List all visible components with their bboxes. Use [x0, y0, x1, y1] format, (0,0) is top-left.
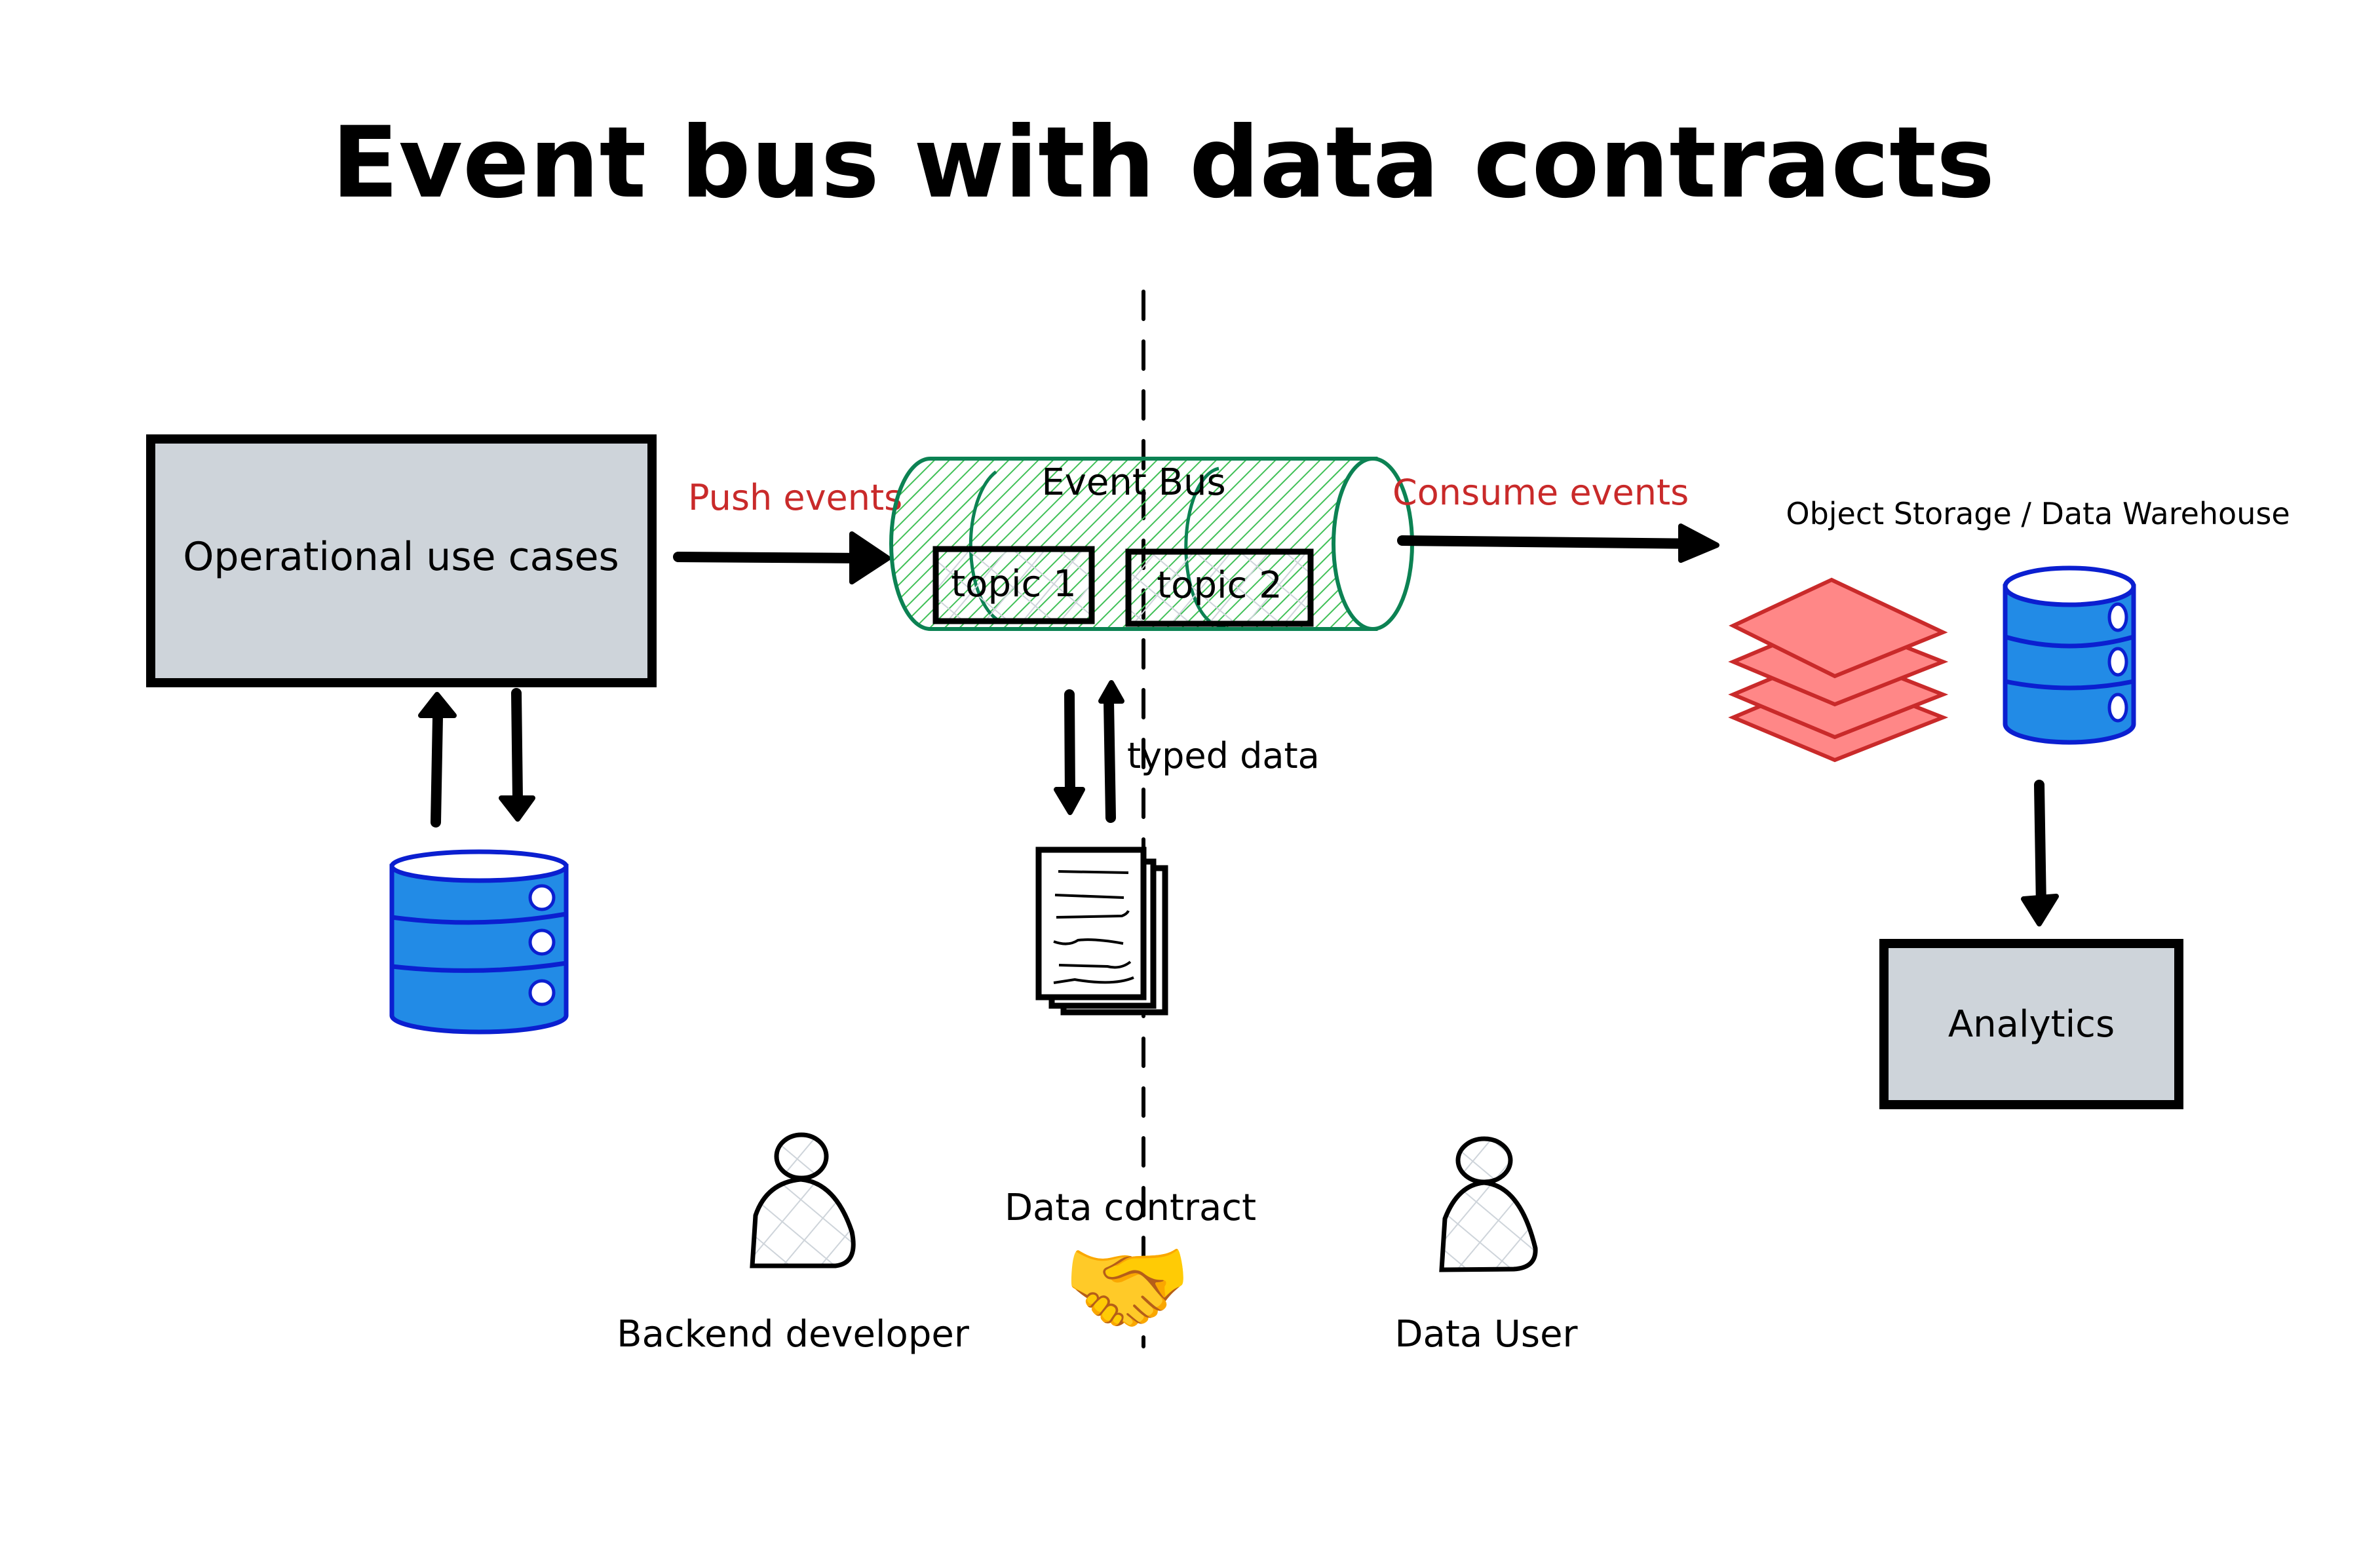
- push-events-label: Push events: [688, 477, 902, 518]
- to-analytics-arrow: [2021, 780, 2059, 926]
- storage-label: Object Storage / Data Warehouse: [1786, 496, 2290, 531]
- operational-database-icon: [389, 849, 569, 1035]
- topic-1-label: topic 1: [951, 563, 1077, 605]
- event-bus-label: Event Bus: [1041, 461, 1225, 504]
- consume-events-arrow: [1397, 524, 1719, 563]
- backend-developer-label: Backend developer: [617, 1313, 970, 1356]
- backend-developer-person-icon: [750, 1132, 856, 1268]
- typed-data-arrow: [1098, 680, 1124, 823]
- operational-label: Operational use cases: [183, 534, 619, 580]
- data-contract-label: Data contract: [1005, 1187, 1256, 1229]
- topic-2-label: topic 2: [1157, 564, 1282, 607]
- handshake-icon: 🤝: [1062, 1230, 1192, 1346]
- analytics-label: Analytics: [1948, 1003, 2115, 1046]
- bus-to-contract-arrow: [1054, 689, 1085, 815]
- data-warehouse-database-icon: [2003, 565, 2136, 745]
- consume-events-label: Consume events: [1392, 472, 1689, 513]
- topic-box-2[interactable]: topic 2: [1125, 548, 1314, 627]
- db-to-operational-arrow: [418, 692, 457, 828]
- operational-use-cases-box[interactable]: Operational use cases: [146, 434, 657, 687]
- operational-to-db-arrow: [499, 688, 535, 822]
- diagram-title: Event bus with data contracts: [332, 106, 1995, 220]
- data-contract-document-icon[interactable]: [1035, 847, 1168, 1016]
- object-storage-layers-icon: [1728, 577, 1949, 763]
- data-user-label: Data User: [1394, 1313, 1578, 1356]
- data-user-person-icon: [1439, 1136, 1538, 1272]
- topic-box-1[interactable]: topic 1: [932, 546, 1095, 624]
- push-events-arrow: [673, 531, 891, 584]
- typed-data-label: typed data: [1127, 735, 1320, 776]
- analytics-box[interactable]: Analytics: [1879, 939, 2183, 1109]
